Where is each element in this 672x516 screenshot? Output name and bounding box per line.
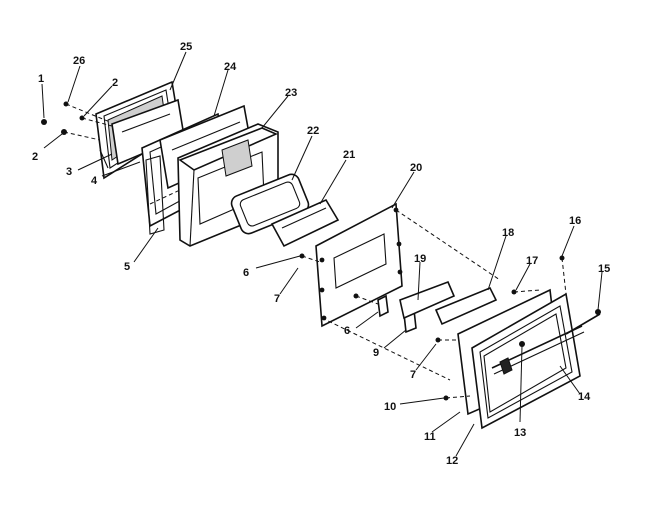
callout-6: 6 <box>243 267 249 279</box>
callout-12: 12 <box>446 455 458 467</box>
callout-6: 6 <box>344 325 350 337</box>
callout-5: 5 <box>124 261 130 273</box>
callout-17: 17 <box>526 255 538 267</box>
callout-16: 16 <box>569 215 581 227</box>
part-20-liner-panel <box>315 202 403 328</box>
callout-24: 24 <box>224 61 237 73</box>
part-19-pad <box>399 280 456 320</box>
callout-21: 21 <box>343 149 355 161</box>
part-18-panel <box>434 286 498 326</box>
callout-7: 7 <box>410 369 416 381</box>
callout-14: 14 <box>578 391 591 403</box>
callout-23: 23 <box>285 87 297 99</box>
callout-11: 11 <box>424 431 436 443</box>
callout-15: 15 <box>598 263 610 275</box>
assembly-lines <box>63 103 567 399</box>
callout-2: 2 <box>32 151 38 163</box>
leader-lines <box>41 51 603 457</box>
callout-13: 13 <box>514 427 526 439</box>
callout-19: 19 <box>414 253 426 265</box>
callout-26: 26 <box>73 55 85 67</box>
part-14-handle <box>491 325 585 375</box>
callout-22: 22 <box>307 125 319 137</box>
part-15-handle-rod <box>565 309 601 335</box>
callout-10: 10 <box>384 401 396 413</box>
callout-labels: 1 26 2 25 24 23 2 3 22 4 21 20 5 16 18 6… <box>32 41 610 467</box>
callout-4: 4 <box>91 175 98 187</box>
callout-1: 1 <box>38 73 44 85</box>
part-12-outer-door-frame <box>471 292 581 430</box>
part-21-insulation <box>270 198 340 248</box>
callout-9: 9 <box>373 347 379 359</box>
callout-7: 7 <box>274 293 280 305</box>
callout-25: 25 <box>180 41 192 53</box>
callout-2: 2 <box>112 77 118 89</box>
callout-3: 3 <box>66 166 72 178</box>
callout-20: 20 <box>410 162 422 174</box>
callout-18: 18 <box>502 227 514 239</box>
